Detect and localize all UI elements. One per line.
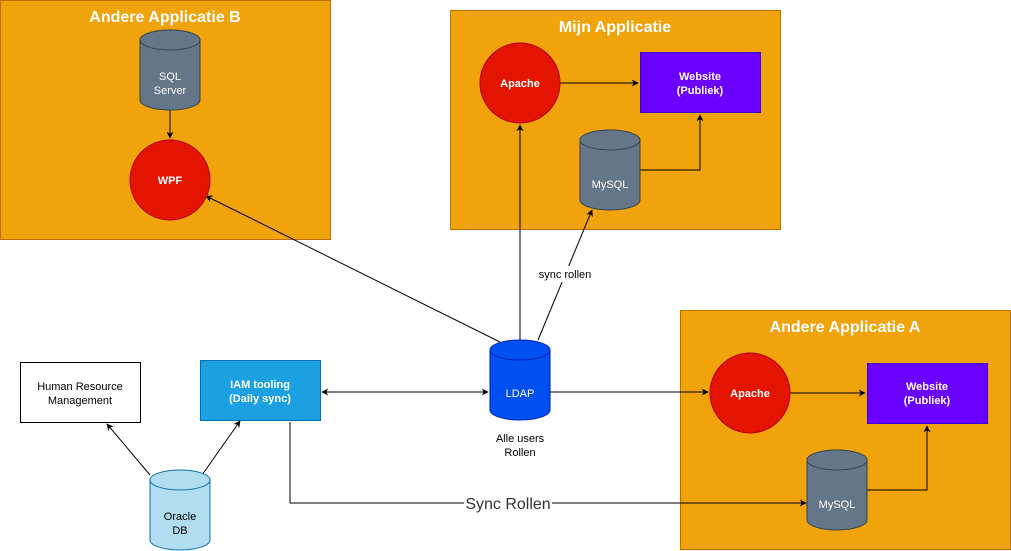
svg-text:Website: Website — [906, 381, 948, 393]
svg-text:Rollen: Rollen — [504, 447, 535, 459]
svg-text:SQL: SQL — [159, 71, 181, 83]
svg-text:Human Resource: Human Resource — [37, 381, 123, 393]
svg-text:Oracle: Oracle — [164, 511, 196, 523]
ldap-database: LDAP — [489, 339, 551, 421]
svg-text:DB: DB — [172, 525, 187, 537]
svg-text:WPF: WPF — [158, 175, 183, 187]
ldap-caption: Alle users Rollen — [496, 433, 545, 459]
container-title: Mijn Applicatie — [559, 19, 671, 36]
hr-management-node: Human Resource Management — [20, 362, 141, 423]
svg-text:sync rollen: sync rollen — [539, 269, 592, 281]
mysql-database-mijn: MySQL — [579, 129, 641, 211]
edge-mysql-website-a — [867, 425, 931, 491]
svg-text:Website: Website — [679, 71, 721, 83]
svg-text:Apache: Apache — [500, 78, 540, 90]
container-title: Andere Applicatie B — [89, 9, 240, 26]
svg-text:Alle users: Alle users — [496, 433, 545, 445]
oracle-database: Oracle DB — [149, 469, 211, 551]
edge-iam-mysql-a — [289, 422, 807, 507]
svg-text:(Daily sync): (Daily sync) — [229, 393, 291, 405]
edge-label-sync-rollen-small: sync rollen — [532, 266, 598, 282]
svg-text:Sync Rollen: Sync Rollen — [465, 496, 550, 513]
apache-node-mijn: Apache — [479, 42, 561, 124]
svg-text:Management: Management — [48, 395, 112, 407]
wpf-node: WPF — [129, 139, 211, 221]
svg-text:(Publiek): (Publiek) — [904, 395, 951, 407]
edge-oracle-iam — [201, 420, 241, 476]
container-title: Andere Applicatie A — [770, 319, 921, 336]
apache-node-a: Apache — [709, 352, 791, 434]
edge-mysql-website-mijn — [640, 114, 704, 171]
svg-text:LDAP: LDAP — [506, 388, 535, 400]
mysql-database-a: MySQL — [806, 449, 868, 531]
svg-text:MySQL: MySQL — [819, 499, 856, 511]
svg-text:(Publiek): (Publiek) — [677, 85, 724, 97]
svg-text:Server: Server — [154, 85, 187, 97]
svg-text:IAM tooling: IAM tooling — [230, 379, 290, 391]
svg-text:Apache: Apache — [730, 388, 770, 400]
website-node-mijn: Website (Publiek) — [640, 52, 761, 113]
edge-oracle-hr — [106, 423, 151, 476]
edges — [106, 79, 931, 507]
svg-text:MySQL: MySQL — [592, 179, 629, 191]
iam-tooling-node: IAM tooling (Daily sync) — [200, 360, 321, 421]
edge-ldap-wpf — [205, 195, 501, 343]
sql-server-database: SQL Server — [139, 29, 201, 111]
website-node-a: Website (Publiek) — [867, 363, 988, 424]
edge-label-sync-rollen: Sync Rollen — [464, 493, 552, 513]
